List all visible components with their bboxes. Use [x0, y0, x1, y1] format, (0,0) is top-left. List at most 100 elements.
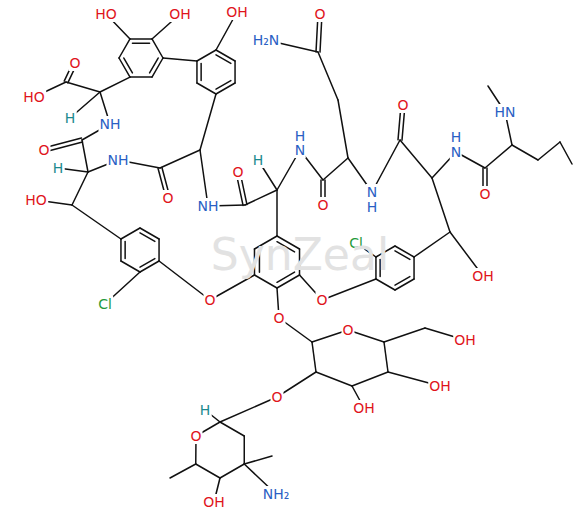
atom-label: N	[294, 142, 306, 158]
bond-line	[322, 279, 376, 300]
atom-label: H	[52, 160, 65, 176]
bond-line	[352, 372, 388, 386]
bond-line	[395, 246, 414, 257]
bond-line	[72, 205, 121, 239]
atom-label: O	[189, 428, 202, 444]
bond-line	[220, 464, 244, 478]
bond-line	[395, 277, 410, 286]
bond-line	[338, 100, 348, 158]
bond-line	[312, 342, 316, 372]
atom-label: O	[161, 190, 174, 206]
atom-label: HO	[22, 89, 46, 105]
bond-line	[234, 61, 236, 83]
atom-label: O	[478, 186, 491, 202]
atom-label: O	[37, 142, 50, 158]
atom-label: O	[315, 292, 328, 308]
bond-line	[140, 261, 159, 272]
atom-label: H	[199, 402, 212, 418]
bond-line	[163, 58, 197, 61]
bond-line	[243, 436, 245, 464]
bond-line	[560, 142, 572, 164]
bond-line	[216, 83, 235, 94]
bond-line	[376, 279, 395, 290]
atom-label: Cl	[97, 296, 113, 312]
bond-line	[318, 52, 338, 100]
bond-line	[414, 232, 450, 257]
atom-label: HN	[494, 104, 517, 120]
bond-line	[220, 397, 277, 422]
bond-line	[124, 241, 126, 258]
bond-line	[395, 251, 410, 260]
bond-line	[196, 61, 198, 83]
bond-line	[413, 257, 415, 279]
bond-line	[244, 456, 272, 464]
bond-line	[384, 328, 425, 342]
bond-line	[395, 279, 414, 290]
bond-line	[152, 58, 163, 77]
atom-label: O	[203, 292, 216, 308]
atom-label: OH	[453, 332, 477, 348]
atom-label: H	[366, 199, 379, 215]
bond-line	[140, 259, 155, 268]
bond-line	[196, 464, 220, 478]
bond-line	[120, 239, 122, 261]
atom-label: O	[316, 197, 329, 213]
atom-label: OH	[471, 268, 495, 284]
bond-line	[140, 228, 159, 239]
bond-line	[130, 38, 152, 40]
atom-label: N	[366, 184, 378, 200]
bond-line	[200, 63, 202, 80]
bond-line	[197, 83, 216, 94]
bond-line	[200, 94, 216, 150]
bond-line	[121, 261, 140, 272]
bond-line	[216, 55, 231, 64]
bond-line	[158, 239, 160, 261]
atom-label: O	[272, 310, 285, 326]
atom-label: H	[64, 110, 77, 126]
bond-line	[160, 150, 200, 168]
bond-line	[316, 372, 352, 386]
atom-label: OH	[225, 4, 249, 20]
bond-line	[538, 142, 560, 160]
atom-label: O	[313, 6, 326, 22]
atom-label: O	[270, 389, 283, 405]
atom-label: N	[450, 144, 462, 160]
atom-label: NH	[107, 152, 130, 168]
bond-line	[216, 50, 235, 61]
bond-line	[140, 233, 155, 242]
bond-line	[119, 39, 130, 58]
bond-line	[170, 464, 196, 478]
atom-label: O	[68, 55, 81, 71]
bond-line	[485, 145, 512, 168]
bond-line	[124, 58, 133, 73]
bond-line	[512, 145, 538, 160]
bond-line	[72, 172, 88, 205]
bond-line	[159, 261, 210, 300]
atom-label: OH	[428, 378, 452, 394]
bond-line	[82, 140, 88, 172]
bond-line	[132, 42, 149, 44]
bond-line	[152, 39, 163, 58]
atom-label: O	[231, 164, 244, 180]
atom-label: NH	[99, 116, 122, 132]
bond-line	[220, 422, 244, 436]
atom-label: NH	[197, 198, 220, 214]
bond-line	[323, 158, 348, 180]
bond-line	[119, 58, 130, 77]
atom-label: O	[341, 322, 354, 338]
bond-line	[432, 178, 450, 232]
atom-label: O	[396, 97, 409, 113]
watermark: SynZeal	[211, 233, 389, 277]
bond-line	[150, 58, 159, 73]
bond-line	[276, 190, 278, 236]
bond-line	[100, 77, 130, 92]
atom-label: H	[252, 152, 265, 168]
bond-line	[210, 275, 254, 300]
bond-line	[216, 81, 231, 90]
atom-label: HO	[94, 6, 118, 22]
atom-label: OH	[352, 400, 376, 416]
atom-label: OH	[202, 494, 226, 510]
atom-label: H	[294, 128, 307, 144]
bond-line	[245, 190, 277, 205]
